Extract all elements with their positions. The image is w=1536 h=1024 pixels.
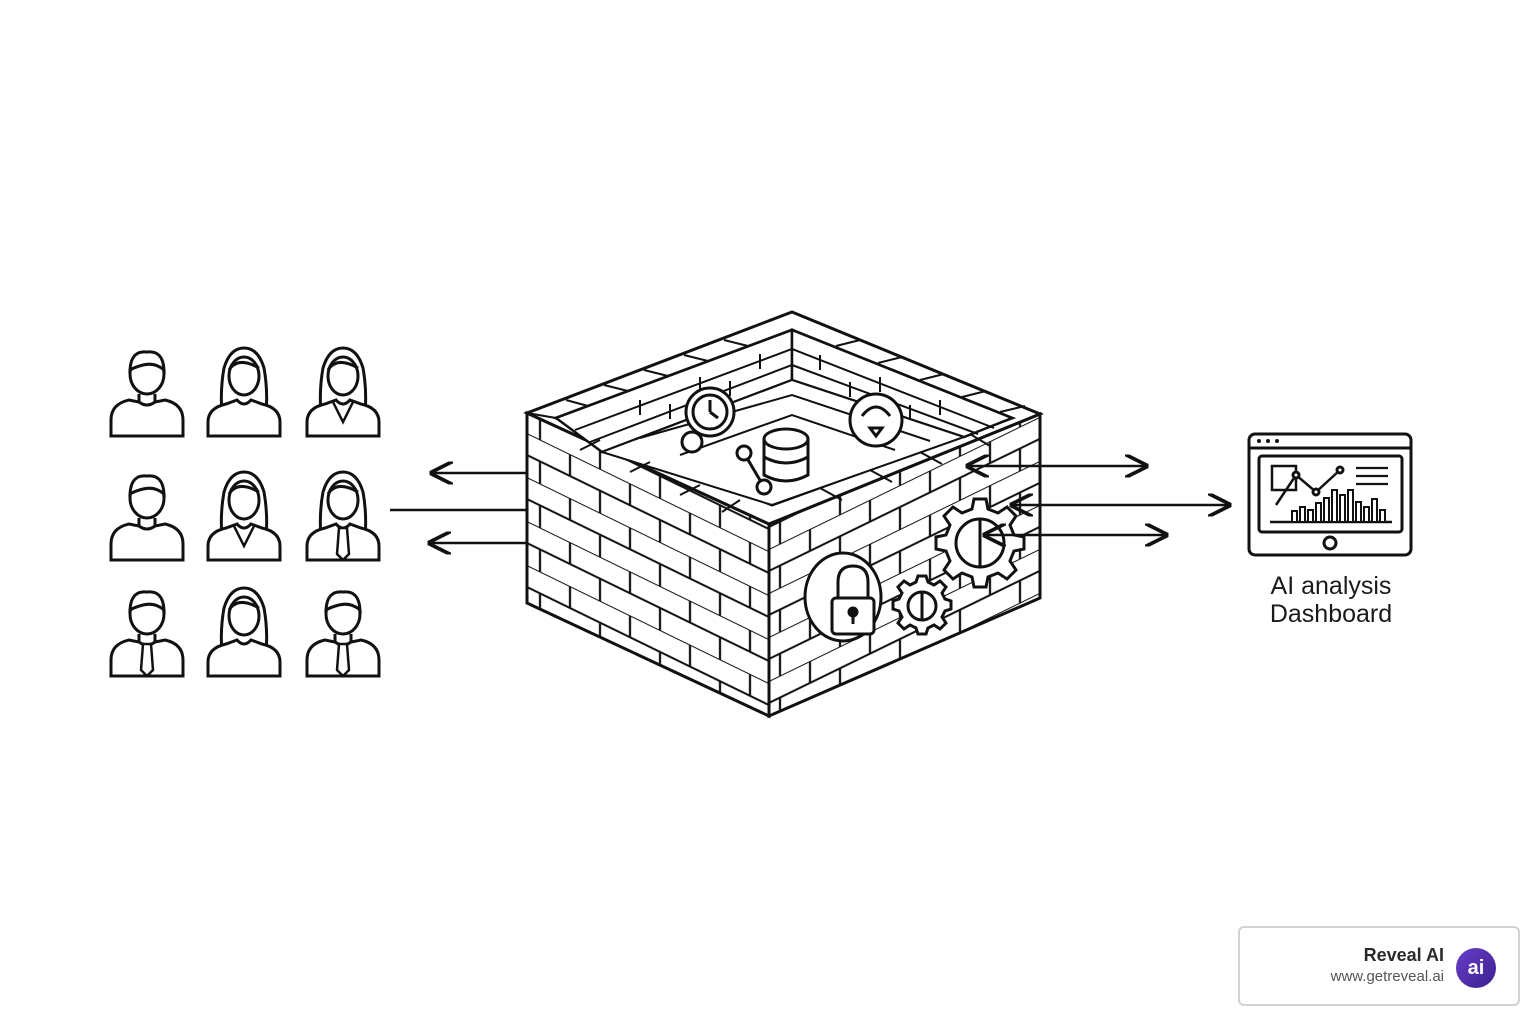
people-grid xyxy=(109,346,381,678)
gear-icon xyxy=(934,497,1026,589)
gear-icon xyxy=(891,574,953,636)
right-arrows xyxy=(968,466,1229,535)
dashboard-label-line2: Dashboard xyxy=(1269,600,1393,628)
clock-icon xyxy=(680,386,736,454)
clock-icon xyxy=(848,392,904,448)
person-icon xyxy=(305,346,381,438)
brand-text: Reveal AI www.getreveal.ai xyxy=(1331,944,1444,988)
person-icon xyxy=(109,590,185,678)
brand-logo: ai xyxy=(1456,948,1496,988)
person-icon xyxy=(305,590,381,678)
person-icon xyxy=(109,474,185,562)
brand-card[interactable]: Reveal AI www.getreveal.ai ai xyxy=(1238,926,1520,1006)
dashboard-label: AI analysis Dashboard xyxy=(1236,572,1426,628)
person-icon xyxy=(206,346,282,438)
dashboard-monitor-icon xyxy=(1247,432,1413,557)
dashboard-label-line1: AI analysis xyxy=(1270,572,1392,600)
person-icon xyxy=(305,470,381,562)
person-icon xyxy=(206,586,282,678)
database-icon xyxy=(735,427,810,496)
person-icon xyxy=(109,350,185,438)
lock-icon xyxy=(803,551,883,643)
person-icon xyxy=(206,470,282,562)
brand-url[interactable]: www.getreveal.ai xyxy=(1330,968,1444,985)
brand-name: Reveal AI xyxy=(1363,945,1444,965)
